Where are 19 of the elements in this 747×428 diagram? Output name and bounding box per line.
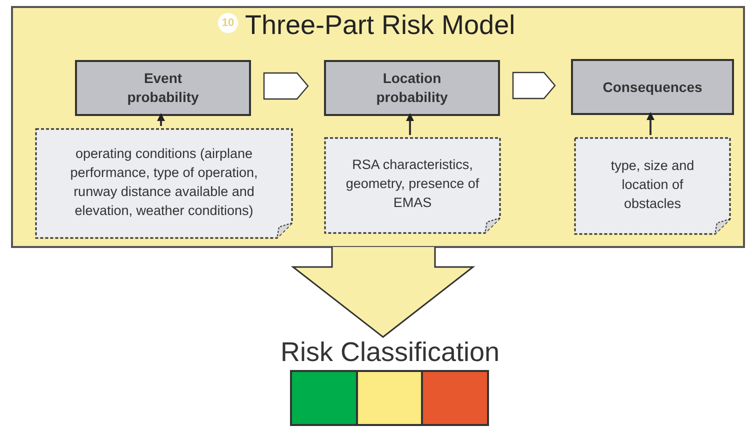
process-box — [75, 60, 251, 116]
arrow — [157, 113, 165, 126]
note-text: operating conditions (airplane performance, type of operation, runway distance available and elevation, weather conditions) — [69, 144, 259, 220]
note-text: type, size and location of obstacles — [610, 156, 696, 212]
heading-text: Risk Classification — [280, 336, 500, 368]
box-label: Event probability — [126, 69, 200, 107]
note-box — [574, 137, 731, 235]
arrow — [646, 112, 654, 135]
box-label: Consequences — [602, 78, 704, 96]
arrow — [406, 113, 414, 135]
block-arrow — [290, 246, 476, 338]
note-box — [324, 137, 501, 234]
note-text: RSA characteristics, geometry, presence of EMAS — [344, 156, 480, 212]
box-label: Location probability — [375, 69, 449, 107]
panel-title: Three-Part Risk Model — [245, 9, 516, 42]
note-box — [35, 128, 293, 239]
process-box — [324, 60, 500, 116]
process-box — [571, 59, 734, 115]
model-panel — [11, 6, 745, 248]
